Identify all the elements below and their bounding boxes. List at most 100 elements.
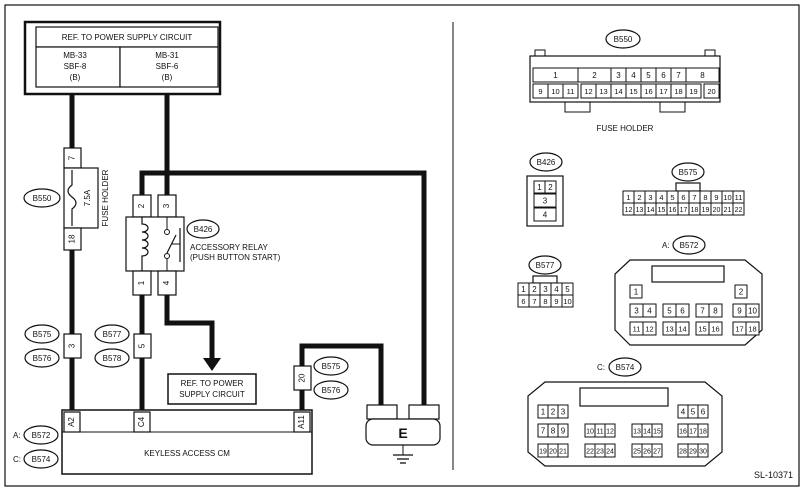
b572-pin-18: 18 [748,325,756,334]
b426-pin-1: 1 [537,183,542,192]
joint-mid-conn-1: B577 [103,330,122,339]
ref-box-line2: SUPPLY CIRCUIT [179,390,245,399]
cm-conn-c-tag [23,449,59,469]
b574-pin-21: 21 [559,449,567,456]
b577-pin-1: 1 [521,285,526,294]
joint-left-conn-2: B576 [33,354,52,363]
b575-pin-5: 5 [670,193,674,202]
joint-mid-tag-2 [94,348,130,368]
joint-left-tag-1 [24,324,60,344]
b572-pin-8-cell [708,303,723,318]
wire-relay2-to-ground [139,170,427,405]
b575-pin-12: 12 [625,207,633,214]
b574-pin-3-cell [557,404,569,419]
cm-conn-a-prefix: A: [13,431,21,440]
fuse-pin-bottom: 18 [68,234,77,243]
relay-pin-1: 1 [137,280,146,285]
b426-pin-3: 3 [543,197,548,206]
b575-pin-1: 1 [626,193,630,202]
b574-pin-30: 30 [699,449,707,456]
b550-pin-16: 16 [644,87,652,96]
view-b575-tag [671,162,705,182]
b550-pin-18: 18 [674,87,682,96]
keyless-access-cm: A2 C4 A11 KEYLESS ACCESS CM A: B572 C: B… [13,409,313,475]
b575-pin-4: 4 [659,193,663,202]
b572-pin-14: 14 [678,325,686,334]
b572-pin-2-cell [734,284,748,299]
b574-pin-9-cell [557,423,569,438]
b426-pin-4-cell [533,207,557,222]
joint-mid-tag-1 [94,324,130,344]
b426-pin-2-cell [544,180,557,194]
b426-pin-3-cell [533,193,557,208]
relay-pin-4: 4 [162,280,171,285]
b550-pin-10: 10 [551,87,559,96]
b575-pin-14: 14 [647,207,655,214]
b575-pin-8: 8 [703,193,707,202]
b575-pin-22-cell [732,202,745,216]
b574-pin-8: 8 [551,427,556,436]
b574-pin-6-cell [697,404,709,419]
b577-pin-2: 2 [532,285,537,294]
cm-label: KEYLESS ACCESS CM [144,449,230,458]
b574-pin-15-cell [651,423,663,438]
b574-pin-18: 18 [699,429,707,436]
b550-pin-19: 19 [689,87,697,96]
relay-label-sub: (PUSH BUTTON START) [190,253,281,262]
b574-pin-13: 13 [633,429,641,436]
b574-pin-3: 3 [561,408,566,417]
b572-pin-13: 13 [665,325,673,334]
b574-pin-24: 24 [606,449,614,456]
relay-switch-icon [164,217,181,271]
relay-coil-icon [141,217,149,271]
b575-pin-9: 9 [714,193,718,202]
view-b577-tag [528,255,562,275]
b426-pin-2: 2 [548,183,553,192]
fuse-element-icon [67,170,77,226]
b577-pin-7: 7 [532,297,536,306]
b572-pin-5: 5 [667,307,672,316]
view-b572-prefix: A: [662,241,670,250]
b572-pin-9: 9 [737,307,742,316]
b577-pin-3: 3 [543,285,548,294]
b572-pin-4-cell [642,303,657,318]
b572-pin-10-cell [745,303,760,318]
fuse-holder: 7 7.5A 18 FUSE HOLDER B550 [23,147,110,251]
b575-pin-22: 22 [735,207,743,214]
joint-left-pin: 3 [68,343,77,348]
power-ref-left-line2: SBF-8 [64,62,87,71]
b550-pin-7: 7 [676,71,681,80]
b575-pin-13: 13 [636,207,644,214]
view-b550-id: B550 [614,35,633,44]
relay-label: ACCESSORY RELAY [190,243,268,252]
cm-pin-a2: A2 [67,417,76,427]
b574-pin-10: 10 [586,429,594,436]
b575-pin-15: 15 [658,207,666,214]
b577-pin-6: 6 [521,297,525,306]
b572-pin-18-cell [745,321,760,336]
b572-pin-10: 10 [748,307,757,316]
relay-pin-3: 3 [162,203,171,208]
view-b550-label: FUSE HOLDER [597,124,654,133]
power-ref-left-line3: (B) [70,73,81,82]
b574-pin-20: 20 [549,449,557,456]
b574-pin-5: 5 [691,408,696,417]
b572-pin-16: 16 [711,325,719,334]
b574-pin-27-cell [651,443,663,458]
cm-pin-c4: C4 [137,416,146,427]
b574-pin-11: 11 [596,429,603,436]
b572-pin-12-cell [642,321,657,336]
b575-pin-6: 6 [681,193,685,202]
ground-terminal: E [365,404,441,464]
joint-right-pin: 20 [298,373,307,382]
b575-pin-7: 7 [692,193,696,202]
ref-power-supply-box: REF. TO POWER SUPPLY CIRCUIT [167,373,257,405]
b574-pin-18-cell [697,423,709,438]
b574-pin-6: 6 [701,408,706,417]
